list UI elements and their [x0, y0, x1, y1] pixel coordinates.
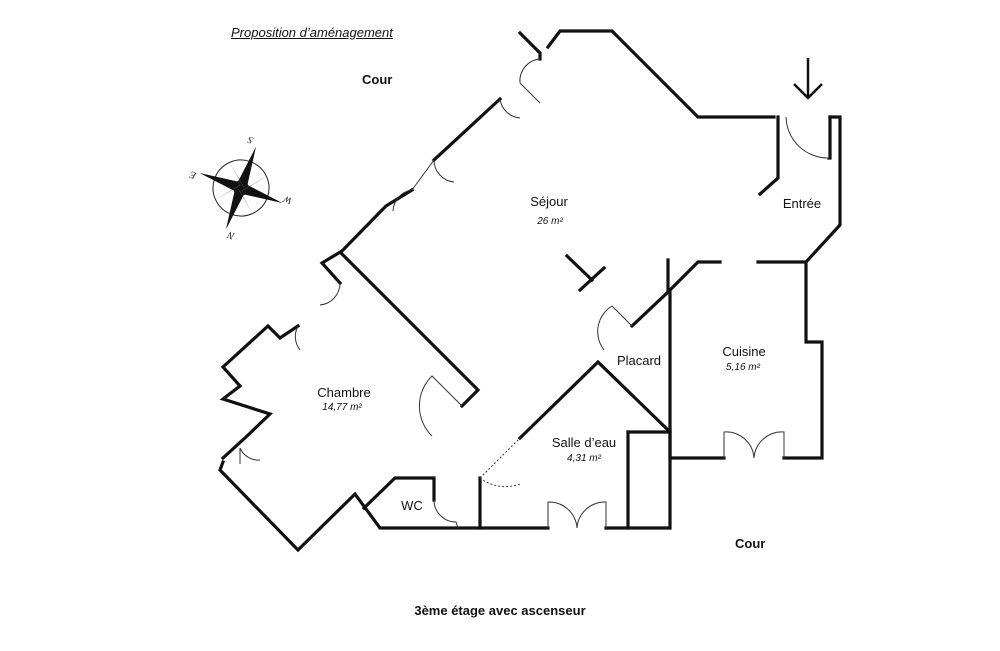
door-chambre-small: [239, 447, 261, 464]
room-wc-name: WC: [401, 498, 423, 513]
wall-entree-west: [757, 115, 780, 197]
compass-e: E: [188, 168, 198, 181]
room-cuisine-area: 5,16 m²: [726, 362, 760, 373]
compass-icon: [199, 146, 283, 230]
wall-cuisine-west: [668, 288, 726, 460]
wall-chambre-north: [219, 323, 301, 461]
partition-t-bar: [577, 265, 607, 293]
entry-arrow-icon: [793, 58, 823, 100]
footer-caption: 3ème étage avec ascenseur: [414, 603, 586, 618]
room-sejour-name: Séjour: [530, 194, 568, 209]
wall-wc: [361, 476, 436, 511]
window-swing: [294, 282, 341, 351]
room-cuisine-name: Cuisine: [722, 344, 766, 359]
wall-placard: [629, 258, 670, 329]
doors: [239, 58, 829, 529]
room-chambre-name: Chambre: [317, 385, 371, 400]
wall-sejour-facade-3: [319, 187, 415, 286]
window-salle: [547, 501, 607, 529]
wall-sejour-facade-2: [431, 96, 503, 163]
door-entree: [785, 116, 829, 160]
window-swing: [519, 58, 541, 104]
door-wc: [433, 499, 459, 529]
room-placard-name: Placard: [616, 353, 662, 368]
wall-entree-east: [803, 115, 842, 265]
partition-t: [564, 253, 595, 283]
room-sejour-area: 26 m²: [537, 216, 563, 227]
room-entree-name: Entrée: [782, 196, 822, 211]
courtyard-bottom: Cour: [735, 536, 766, 551]
compass-w: W: [281, 192, 294, 206]
walls: [218, 29, 842, 553]
plan-title: Proposition d’aménagement: [231, 25, 393, 40]
wall-sejour-facade: [517, 30, 542, 61]
courtyard-top: Cour: [362, 72, 393, 87]
wall-cuisine-south: [756, 260, 824, 460]
wall-salle-north: [517, 359, 671, 441]
door-salle: [479, 437, 521, 488]
window-cuisine: [723, 431, 785, 459]
window-swing: [499, 98, 521, 119]
wall-chambre-west: [218, 459, 457, 553]
wall-placard-corridor: [665, 260, 722, 295]
door-chambre: [418, 375, 463, 437]
window-swing: [411, 159, 455, 191]
door-placard: [597, 305, 633, 351]
room-salle-area: 4,31 m²: [567, 453, 601, 464]
compass-n: N: [225, 228, 237, 241]
room-salle-name: Salle d’eau: [551, 435, 617, 450]
room-chambre-area: 14,77 m²: [322, 402, 362, 413]
compass-s: S: [246, 133, 254, 145]
wall-chambre-sejour: [339, 251, 481, 409]
window-swing: [392, 189, 413, 212]
wall-sejour-north: [545, 29, 776, 119]
